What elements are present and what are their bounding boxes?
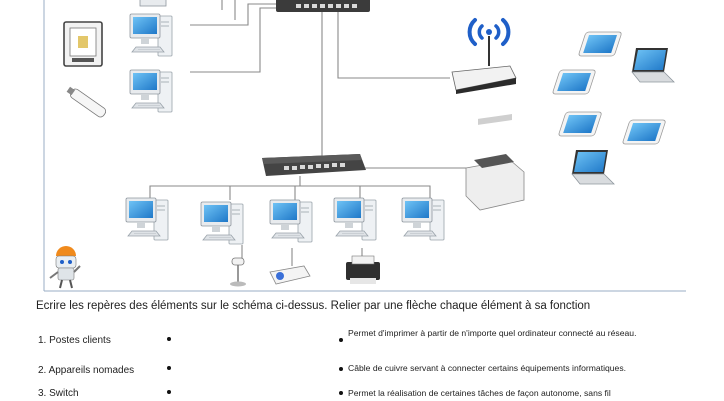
desktop-computer-icon	[200, 201, 244, 245]
function-text-print: Permet d'imprimer à partir de n'importe …	[348, 328, 637, 338]
network-diagram	[43, 0, 686, 292]
laptop-icon	[571, 149, 615, 185]
inkjet-printer-icon	[346, 255, 380, 284]
function-text-cable: Câble de cuivre servant à connecter cert…	[348, 363, 627, 373]
item-label-appareils-nomades: 2. Appareils nomades	[38, 365, 135, 376]
top-switch-icon	[276, 0, 370, 12]
robot-mascot-icon	[49, 246, 81, 289]
desktop-computer-icon	[401, 197, 445, 241]
desktop-computer-icon	[269, 199, 313, 243]
function-bullet-1[interactable]	[339, 338, 343, 342]
desktop-computer-icon	[139, 0, 167, 7]
item-bullet-1[interactable]	[167, 337, 171, 341]
item-label-postes-clients: 1. Postes clients	[38, 335, 111, 346]
network-printer-icon	[465, 114, 525, 211]
function-bullet-3[interactable]	[339, 391, 343, 395]
projector-icon	[269, 265, 311, 285]
desktop-computer-icon	[129, 13, 173, 57]
laptop-icon	[631, 47, 675, 83]
tablet-icon	[557, 111, 603, 137]
webcam-icon	[230, 257, 246, 287]
function-text-wireless: Permet la réalisation de certaines tâche…	[348, 388, 611, 398]
tablet-icon	[621, 119, 667, 145]
item-bullet-2[interactable]	[167, 366, 171, 370]
cables	[149, 0, 470, 266]
tablet-icon	[551, 69, 597, 95]
item-bullet-3[interactable]	[167, 390, 171, 394]
desktop-computer-icon	[129, 69, 173, 113]
desktop-computer-icon	[333, 197, 377, 241]
main-switch-icon	[262, 154, 366, 176]
tablet-icon	[577, 31, 623, 57]
instruction-text: Ecrire les repères des éléments sur le s…	[36, 300, 591, 312]
item-label-switch: 3. Switch	[38, 388, 79, 399]
desktop-computer-icon	[125, 197, 169, 241]
wifi-router-icon	[451, 18, 517, 94]
3d-printer-icon	[63, 21, 103, 67]
function-bullet-2[interactable]	[339, 367, 343, 371]
usb-stick-icon	[66, 86, 107, 118]
